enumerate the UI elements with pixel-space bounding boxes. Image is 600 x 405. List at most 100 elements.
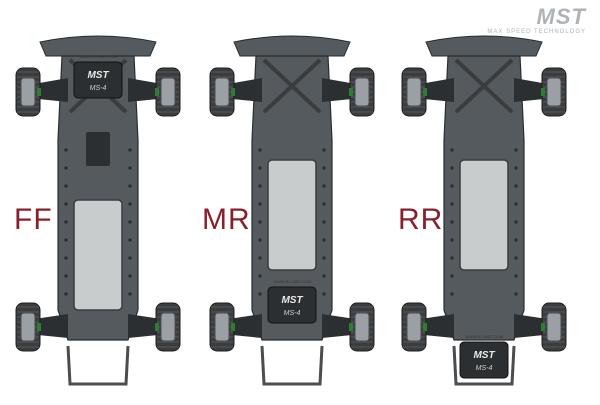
- screw-hole: [450, 148, 454, 152]
- screw-hole: [450, 202, 454, 206]
- label-ff: FF: [14, 203, 53, 236]
- screw-hole: [322, 220, 326, 224]
- motor-logo: MST: [281, 295, 303, 306]
- motor-can: [267, 286, 317, 324]
- screw-hole: [514, 292, 518, 296]
- front-cross-brace: [454, 58, 514, 114]
- hub-accent: [155, 323, 159, 331]
- hub-accent: [37, 88, 41, 96]
- front-bumper: [233, 35, 351, 57]
- motor-logo: MST: [473, 350, 495, 361]
- hub-accent: [231, 323, 235, 331]
- wheel-rim: [160, 77, 176, 107]
- screw-hole: [322, 148, 326, 152]
- hub-accent: [423, 88, 427, 96]
- screw-hole: [450, 274, 454, 278]
- screw-hole: [322, 184, 326, 188]
- screw-hole: [450, 220, 454, 224]
- wheel-rim: [20, 312, 36, 342]
- screw-hole: [514, 202, 518, 206]
- brand-logo: MST: [536, 4, 586, 29]
- hub-accent: [231, 88, 235, 96]
- rear-bumper: [260, 345, 324, 386]
- hub-accent: [349, 88, 353, 96]
- screw-hole: [64, 274, 68, 278]
- motor-assembly: MST MS-4 WWW.RC-MST.COM: [73, 54, 123, 99]
- motor-model: MS-4: [476, 365, 493, 372]
- screw-hole: [128, 238, 132, 242]
- motor-logo: MST: [87, 70, 109, 81]
- screw-hole: [514, 274, 518, 278]
- wheel-rim: [406, 77, 422, 107]
- servo-box: [86, 132, 110, 166]
- screw-hole: [128, 274, 132, 278]
- screw-hole: [514, 238, 518, 242]
- screw-hole: [128, 256, 132, 260]
- screw-hole: [128, 292, 132, 296]
- screw-hole: [258, 274, 262, 278]
- screw-hole: [514, 148, 518, 152]
- hub-accent: [155, 88, 159, 96]
- screw-hole: [128, 220, 132, 224]
- hub-accent: [423, 323, 427, 331]
- screw-hole: [258, 238, 262, 242]
- screw-hole: [514, 256, 518, 260]
- wheel-rim: [354, 312, 370, 342]
- wheel-rim: [546, 312, 562, 342]
- motor-can: [459, 341, 509, 379]
- chassis-ff: MST MS-4 WWW.RC-MST.COM: [15, 35, 181, 386]
- hub-accent: [541, 323, 545, 331]
- hub-accent: [349, 323, 353, 331]
- screw-hole: [64, 166, 68, 170]
- wheel-rim: [546, 77, 562, 107]
- screw-hole: [450, 256, 454, 260]
- brand-tagline: MAX SPEED TECHNOLOGY: [487, 29, 586, 35]
- screw-hole: [322, 166, 326, 170]
- screw-hole: [450, 292, 454, 296]
- screw-hole: [258, 202, 262, 206]
- rear-bumper: [66, 345, 130, 386]
- screw-hole: [258, 184, 262, 188]
- label-mr: MR: [202, 203, 251, 236]
- screw-hole: [64, 184, 68, 188]
- wheel-rim: [214, 77, 230, 107]
- wheel-rim: [214, 312, 230, 342]
- screw-hole: [450, 184, 454, 188]
- screw-hole: [64, 256, 68, 260]
- motor-url: WWW.RC-MST.COM: [79, 54, 117, 59]
- screw-hole: [322, 274, 326, 278]
- screw-hole: [64, 202, 68, 206]
- front-bumper: [425, 35, 543, 57]
- wheel-rim: [354, 77, 370, 107]
- wheel-rim: [160, 312, 176, 342]
- screw-hole: [514, 220, 518, 224]
- front-cross-brace: [262, 58, 322, 114]
- hub-accent: [37, 323, 41, 331]
- screw-hole: [128, 148, 132, 152]
- screw-hole: [322, 238, 326, 242]
- screw-hole: [258, 166, 262, 170]
- battery-tray: [73, 199, 123, 311]
- screw-hole: [128, 166, 132, 170]
- screw-hole: [128, 202, 132, 206]
- screw-hole: [258, 148, 262, 152]
- wheel-rim: [406, 312, 422, 342]
- screw-hole: [450, 166, 454, 170]
- motor-can: [73, 61, 123, 99]
- front-bumper: [39, 35, 157, 57]
- screw-hole: [64, 238, 68, 242]
- motor-model: MS-4: [90, 85, 107, 92]
- rear-bumper: [452, 345, 516, 386]
- screw-hole: [450, 238, 454, 242]
- screw-hole: [322, 202, 326, 206]
- wheel-rim: [20, 77, 36, 107]
- battery-tray: [267, 159, 317, 271]
- screw-hole: [64, 148, 68, 152]
- screw-hole: [258, 292, 262, 296]
